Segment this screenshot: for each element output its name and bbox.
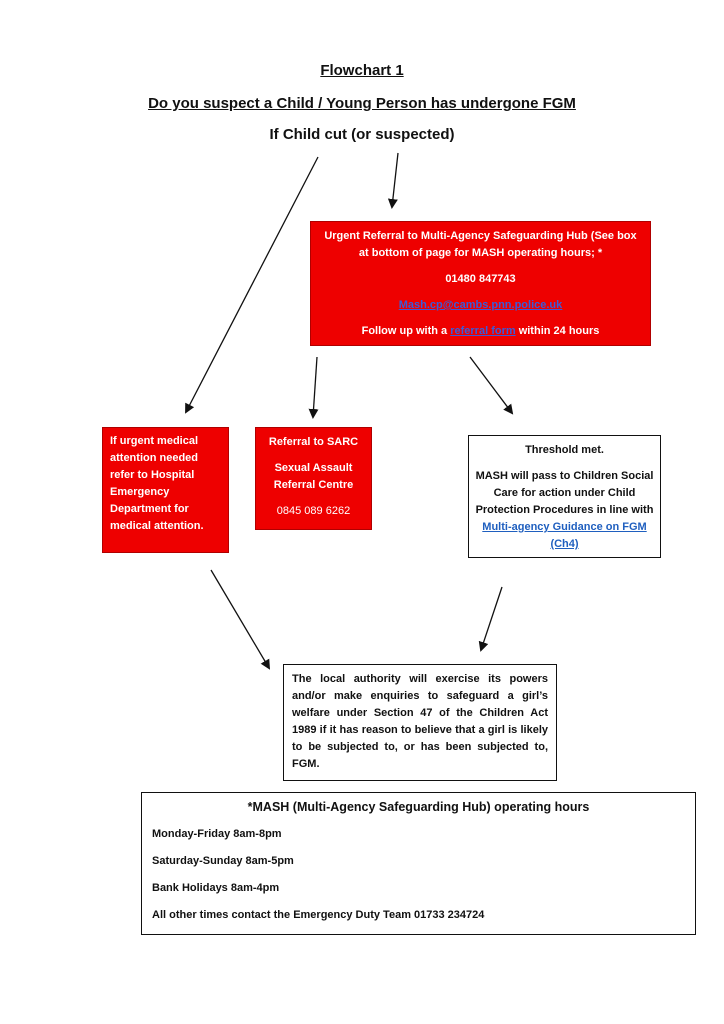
arrow-start-to-mash: [387, 152, 399, 209]
sarc-referral-box: Referral to SARC Sexual Assault Referral…: [255, 427, 372, 530]
sarc-phone: 0845 089 6262: [276, 505, 351, 517]
arrow-mash-to-threshold: [469, 356, 514, 415]
threshold-met-box: Threshold met. MASH will pass to Childre…: [468, 435, 661, 558]
referral-form-link[interactable]: referral form: [450, 325, 516, 337]
hours-weekend: Saturday-Sunday 8am-5pm: [152, 855, 294, 867]
local-authority-box: The local authority will exercise its po…: [283, 664, 557, 781]
arrow-medical-to-la: [210, 569, 271, 670]
arrow-threshold-to-la: [478, 586, 503, 652]
local-authority-text: The local authority will exercise its po…: [292, 673, 548, 770]
mash-referral-text: Urgent Referral to Multi-Agency Safeguar…: [324, 230, 637, 259]
flowchart-start-condition: If Child cut (or suspected): [269, 126, 455, 143]
threshold-text: MASH will pass to Children Social Care f…: [475, 470, 654, 516]
flowchart-title: Flowchart 1: [320, 62, 404, 79]
medical-attention-box: If urgent medical attention needed refer…: [102, 427, 229, 553]
mash-hours-title: *MASH (Multi-Agency Safeguarding Hub) op…: [247, 800, 590, 814]
follow-up-prefix: Follow up with a: [361, 325, 451, 337]
mash-phone: 01480 847743: [445, 273, 516, 285]
threshold-title: Threshold met.: [525, 444, 604, 456]
arrow-start-to-medical: [185, 156, 319, 414]
sarc-name: Sexual Assault Referral Centre: [273, 462, 354, 491]
mash-email-link[interactable]: Mash.cp@cambs.pnn.police.uk: [398, 299, 563, 311]
follow-up-suffix: within 24 hours: [515, 325, 600, 337]
mash-referral-box: Urgent Referral to Multi-Agency Safeguar…: [310, 221, 651, 346]
hours-emergency-contact: All other times contact the Emergency Du…: [152, 909, 485, 921]
sarc-title: Referral to SARC: [268, 436, 359, 448]
medical-attention-text: If urgent medical attention needed refer…: [110, 435, 204, 532]
mash-hours-box: *MASH (Multi-Agency Safeguarding Hub) op…: [141, 792, 696, 935]
flowchart-question: Do you suspect a Child / Young Person ha…: [148, 95, 576, 112]
hours-bank-holidays: Bank Holidays 8am-4pm: [152, 882, 280, 894]
hours-weekday: Monday-Friday 8am-8pm: [152, 828, 282, 840]
arrow-mash-to-sarc: [308, 356, 319, 419]
fgm-guidance-link[interactable]: Multi-agency Guidance on FGM (Ch4): [482, 521, 647, 550]
